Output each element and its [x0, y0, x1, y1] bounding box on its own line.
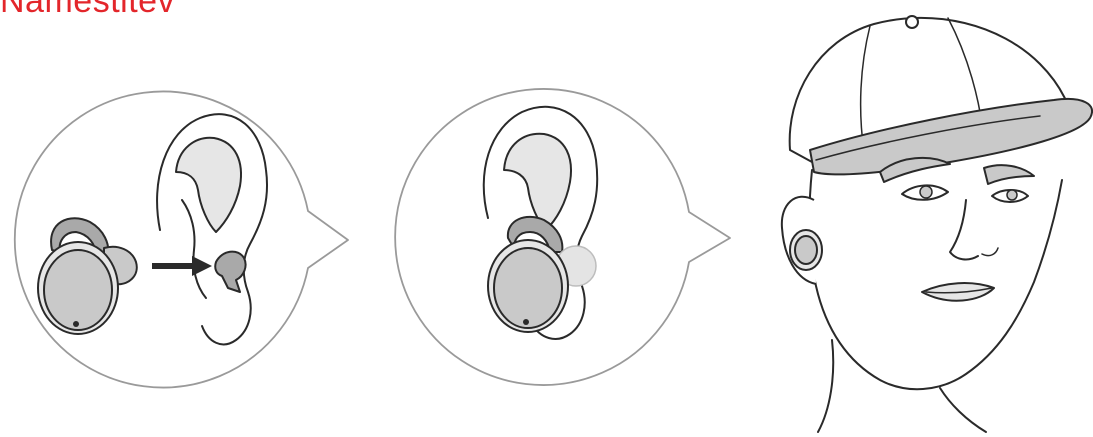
- face-outline: [809, 170, 1062, 389]
- panel-2-earbud-seated: [395, 89, 730, 385]
- earbud-icon: [790, 230, 822, 270]
- callout-bubble-1: [15, 91, 348, 387]
- panel-1-insert-earbud: [15, 91, 348, 387]
- panel-3-wearing: [782, 16, 1092, 432]
- callout-bubble-2: [395, 89, 730, 385]
